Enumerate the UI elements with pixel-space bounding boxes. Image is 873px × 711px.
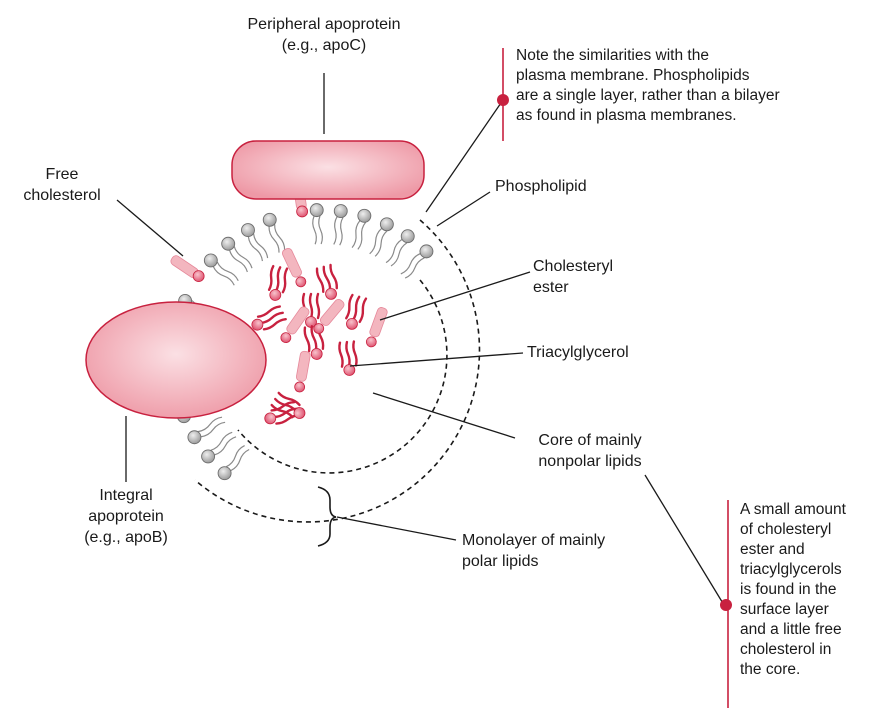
note-top-line1: Note the similarities with the — [516, 46, 780, 66]
note-bottom-line5: is found in the — [740, 580, 846, 600]
note-bottom-line1: A small amount — [740, 500, 846, 520]
phospholipid-molecule — [202, 432, 236, 463]
cholesteryl-ester-molecule — [365, 306, 388, 348]
label-peripheral-line1: Peripheral apoprotein — [214, 14, 434, 35]
label-integral-line3: (e.g., apoB) — [56, 527, 196, 548]
note-bottom-line8: cholesterol in — [740, 640, 846, 660]
phospholipid-molecule — [334, 205, 348, 246]
label-monolayer-line2: polar lipids — [462, 551, 605, 572]
note-bottom-line3: ester and — [740, 540, 846, 560]
note-bottom-line9: the core. — [740, 660, 846, 680]
label-core: Core of mainly nonpolar lipids — [510, 430, 670, 472]
label-free-cholesterol-line1: Free — [2, 164, 122, 185]
phospholipid-molecule — [188, 417, 225, 444]
label-peripheral-apoprotein: Peripheral apoprotein (e.g., apoC) — [214, 14, 434, 56]
phospholipid-molecule — [401, 245, 433, 278]
triacylglycerol-molecule — [266, 266, 288, 302]
label-phospholipid: Phospholipid — [495, 176, 587, 197]
label-monolayer: Monolayer of mainly polar lipids — [462, 530, 605, 572]
label-integral-line1: Integral — [56, 485, 196, 506]
integral-apoprotein — [86, 302, 266, 418]
note-top-line4: as found in plasma membranes. — [516, 106, 780, 126]
cholesteryl-ester-molecule — [294, 351, 311, 393]
triacylglycerol-molecule — [343, 295, 367, 331]
free-cholesterol-molecule — [169, 254, 204, 282]
label-triacylglycerol-text: Triacylglycerol — [527, 342, 629, 363]
triacylglycerol-molecule — [339, 341, 358, 376]
label-integral-line2: apoprotein — [56, 506, 196, 527]
label-integral-apoprotein: Integral apoprotein (e.g., apoB) — [56, 485, 196, 548]
note-bottom-line6: surface layer — [740, 600, 846, 620]
label-cholesteryl-line2: ester — [533, 277, 613, 298]
note-top: Note the similarities with the plasma me… — [516, 46, 780, 126]
phospholipid-molecule — [310, 204, 323, 245]
label-cholesteryl-ester: Cholesteryl ester — [533, 256, 613, 298]
nonpolar-lipid-core — [249, 247, 388, 428]
label-peripheral-line2: (e.g., apoC) — [214, 35, 434, 56]
note-top-line2: plasma membrane. Phospholipids — [516, 66, 780, 86]
note-bottom-line7: and a little free — [740, 620, 846, 640]
top-note-dot — [497, 94, 509, 106]
note-bottom-line2: of cholesteryl — [740, 520, 846, 540]
label-phospholipid-text: Phospholipid — [495, 176, 587, 197]
phospholipid-molecule — [242, 224, 268, 261]
phospholipid-molecule — [352, 209, 371, 249]
note-top-line3: are a single layer, rather than a bilaye… — [516, 86, 780, 106]
note-bottom: A small amount of cholesteryl ester and … — [740, 500, 846, 680]
label-core-line2: nonpolar lipids — [510, 451, 670, 472]
triacylglycerol-molecule — [316, 265, 340, 301]
label-free-cholesterol-line2: cholesterol — [2, 185, 122, 206]
monolayer-brace — [318, 487, 336, 546]
label-free-cholesterol: Free cholesterol — [2, 164, 122, 206]
phospholipid-molecule — [370, 218, 394, 257]
phospholipid-molecule — [263, 213, 284, 252]
phospholipid-molecule — [222, 237, 252, 272]
bottom-note-dot — [720, 599, 732, 611]
phospholipid-molecule — [218, 446, 249, 480]
label-core-line1: Core of mainly — [510, 430, 670, 451]
phospholipid-molecule — [204, 254, 238, 285]
triacylglycerol-molecule — [262, 401, 299, 427]
note-bottom-line4: triacylglycerols — [740, 560, 846, 580]
triacylglycerol-molecule — [249, 306, 286, 335]
phospholipid-molecule — [386, 230, 414, 266]
label-cholesteryl-line1: Cholesteryl — [533, 256, 613, 277]
label-triacylglycerol: Triacylglycerol — [527, 342, 629, 363]
label-monolayer-line1: Monolayer of mainly — [462, 530, 605, 551]
peripheral-apoprotein — [232, 141, 424, 199]
